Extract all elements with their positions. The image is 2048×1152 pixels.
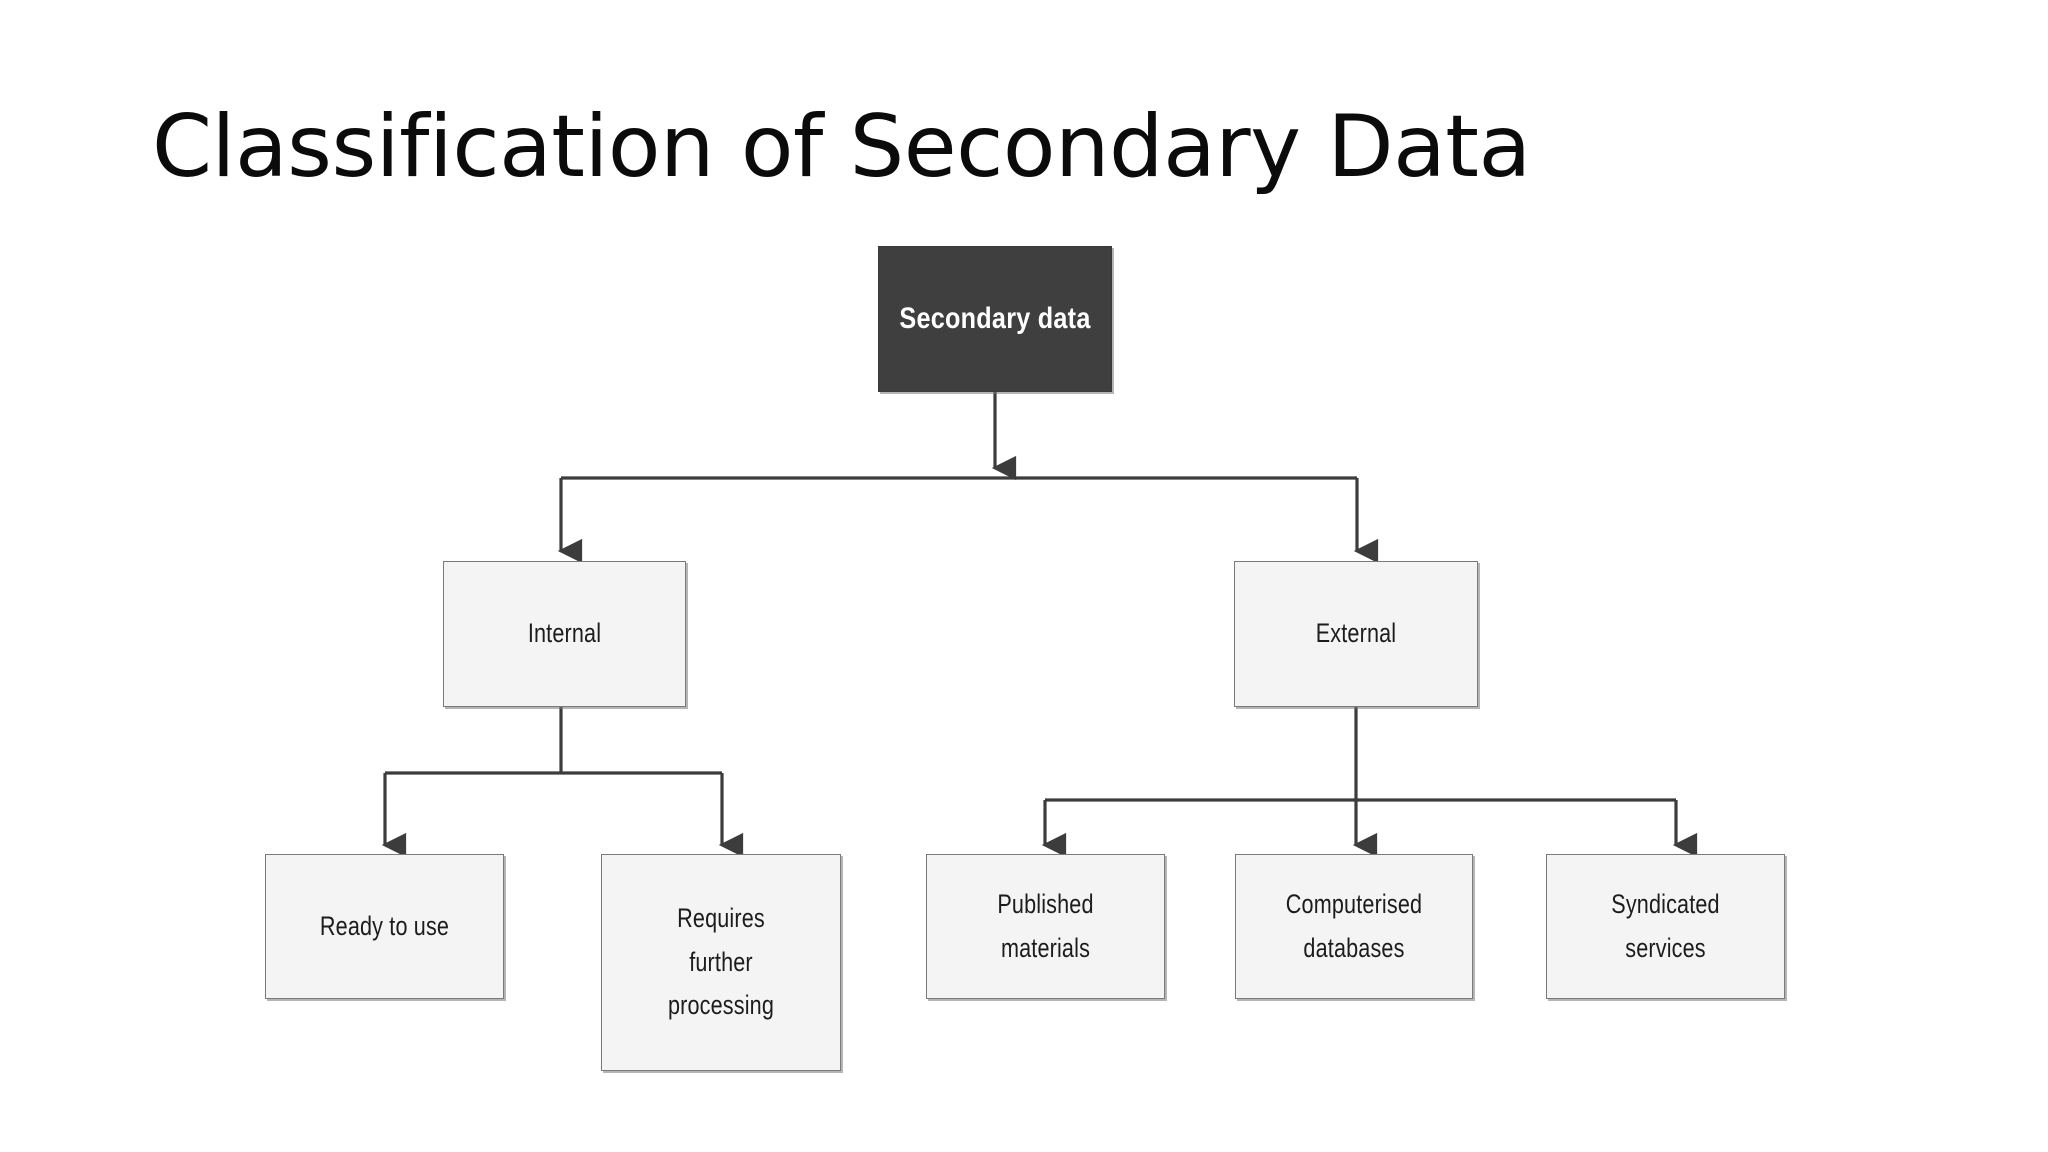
node-requires-further-processing[interactable]: Requires further processing [601,854,841,1071]
node-published-materials[interactable]: Published materials [926,854,1165,999]
node-external-label: External [1315,618,1397,649]
node-ready-to-use-label: Ready to use [319,910,450,941]
node-computerised-databases[interactable]: Computerised databases [1235,854,1473,999]
node-internal-label: Internal [527,618,602,649]
node-syndicated-services[interactable]: Syndicated services [1546,854,1785,999]
page-title: Classification of Secondary Data [152,97,1531,197]
node-internal[interactable]: Internal [443,561,686,707]
node-requires-further-processing-label: Requires further processing [667,902,775,1021]
node-computerised-databases-label: Computerised databases [1285,888,1423,963]
node-published-materials-label: Published materials [997,888,1094,963]
node-secondary-data[interactable]: Secondary data [878,246,1112,392]
node-ready-to-use[interactable]: Ready to use [265,854,504,999]
node-secondary-data-label: Secondary data [899,301,1091,335]
node-syndicated-services-label: Syndicated services [1611,888,1720,963]
node-external[interactable]: External [1234,561,1478,707]
